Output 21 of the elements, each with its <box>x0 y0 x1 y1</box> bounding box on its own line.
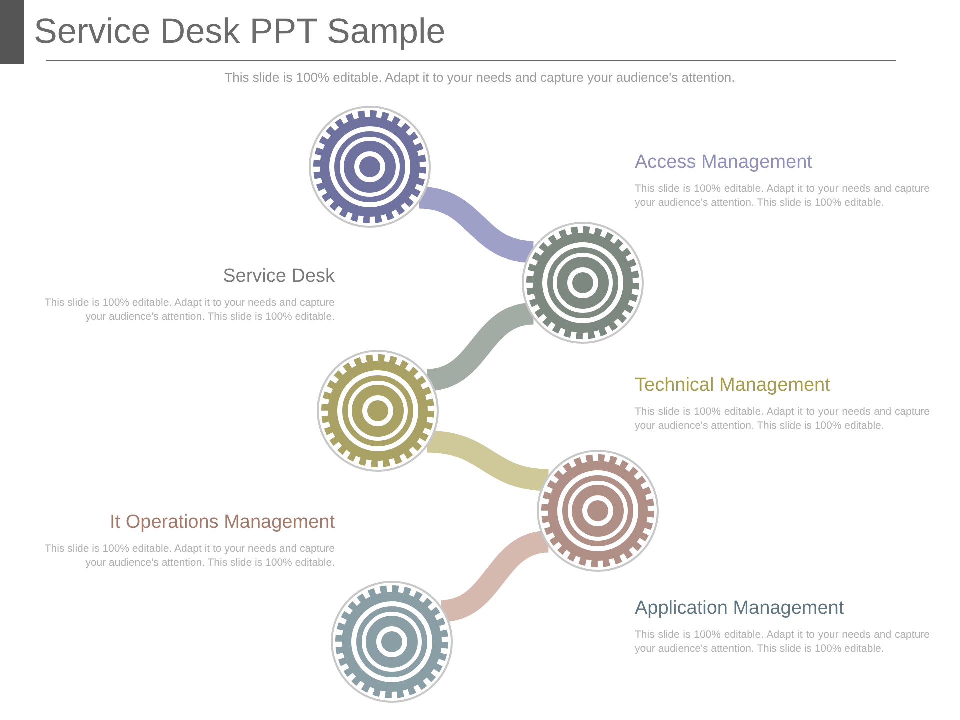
heading: Application Management <box>635 598 846 620</box>
connector-band <box>440 530 550 622</box>
gear-icon <box>330 580 454 704</box>
subtitle: This slide is 100% editable. Adapt it to your needs and capture your audience's attention. <box>224 70 736 85</box>
description: This slide is 100% editable. Adapt it to your needs and capture your audience's attention. This slide is 100% editable. <box>44 542 335 570</box>
heading: Technical Management <box>635 375 832 397</box>
heading: Service Desk <box>222 266 335 288</box>
description: This slide is 100% editable. Adapt it to your needs and capture your audience's attention. This slide is 100% editable. <box>635 628 930 656</box>
title: Service Desk PPT Sample <box>34 12 446 52</box>
connector-band <box>426 302 535 392</box>
heading: Access Management <box>635 152 814 174</box>
connector-band <box>426 430 550 492</box>
description: This slide is 100% editable. Adapt it to your needs and capture your audience's attention. This slide is 100% editable. <box>635 182 930 210</box>
description: This slide is 100% editable. Adapt it to your needs and capture your audience's attention. This slide is 100% editable. <box>44 296 335 324</box>
gear-icon <box>308 105 432 229</box>
gear-icon <box>521 221 645 345</box>
description: This slide is 100% editable. Adapt it to your needs and capture your audience's attention. This slide is 100% editable. <box>635 405 930 434</box>
connector-band <box>418 186 535 264</box>
gear-icon <box>316 349 440 473</box>
heading: It Operations Management <box>109 512 335 534</box>
gear-icon <box>536 449 660 573</box>
